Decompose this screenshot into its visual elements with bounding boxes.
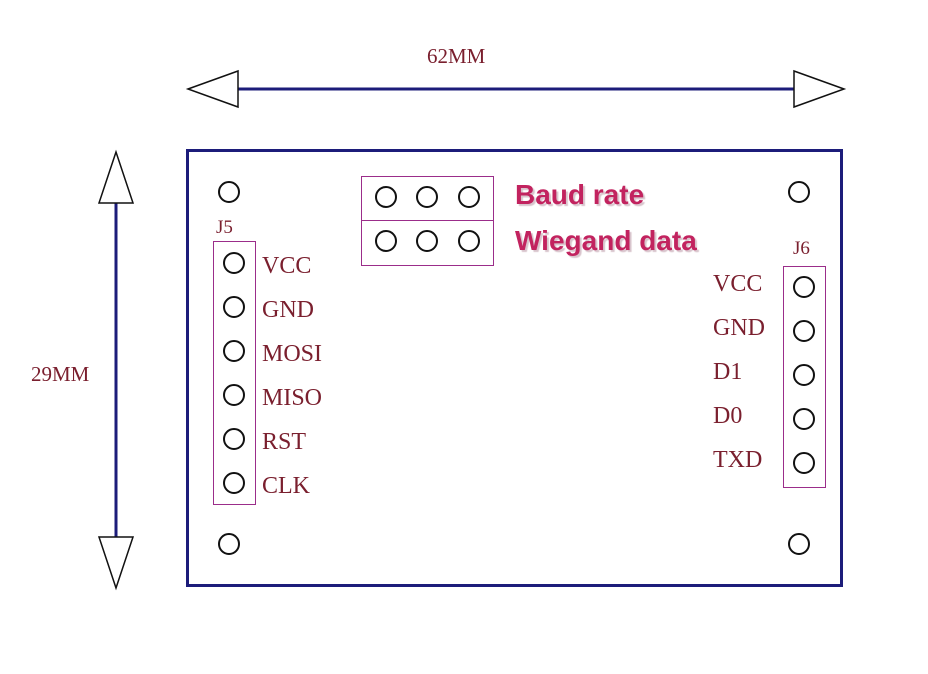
mounting-hole-bottom-left: [218, 533, 240, 555]
j5-pin-label-miso: MISO: [262, 385, 323, 411]
j5-label: J5: [216, 217, 233, 238]
mounting-hole-top-right: [788, 181, 810, 203]
j5-pin: [223, 384, 245, 406]
j5-pin: [223, 472, 245, 494]
jumper-pin: [375, 186, 397, 208]
j6-pin: [793, 408, 815, 430]
j5-connector: [213, 241, 256, 505]
jumper-pin: [416, 186, 438, 208]
j6-pin-label-d0: D0: [713, 403, 743, 429]
j6-pin: [793, 452, 815, 474]
j6-pin-label-d1: D1: [713, 359, 743, 385]
jumper-pin: [375, 230, 397, 252]
j6-pin: [793, 276, 815, 298]
board-outline: [186, 149, 843, 587]
j5-pin-label-clk: CLK: [262, 473, 310, 499]
mounting-hole-bottom-right: [788, 533, 810, 555]
j5-pin: [223, 296, 245, 318]
j6-pin-label-txd: TXD: [713, 447, 763, 473]
j5-pin-label-gnd: GND: [262, 297, 314, 323]
wiegand-data-note: Wiegand data: [515, 225, 697, 256]
jumper-divider: [361, 220, 494, 221]
j6-pin-label-gnd: GND: [713, 315, 765, 341]
j5-pin-label-vcc: VCC: [262, 253, 312, 279]
width-arrow: [185, 69, 847, 109]
j5-pin: [223, 428, 245, 450]
height-arrow: [97, 149, 135, 591]
j6-connector: [783, 266, 826, 488]
jumper-pin: [458, 186, 480, 208]
j5-pin: [223, 340, 245, 362]
baud-rate-note: Baud rate: [515, 179, 645, 210]
j5-pin-label-mosi: MOSI: [262, 341, 323, 367]
j5-pin: [223, 252, 245, 274]
width-dimension-label: 62MM: [427, 44, 486, 68]
j5-pin-label-rst: RST: [262, 429, 307, 455]
mounting-hole-top-left: [218, 181, 240, 203]
j6-pin-label-vcc: VCC: [713, 271, 763, 297]
jumper-block: [361, 176, 494, 266]
j6-pin: [793, 320, 815, 342]
jumper-pin: [416, 230, 438, 252]
j6-label: J6: [793, 238, 810, 259]
height-dimension-label: 29MM: [31, 362, 90, 386]
jumper-pin: [458, 230, 480, 252]
j6-pin: [793, 364, 815, 386]
